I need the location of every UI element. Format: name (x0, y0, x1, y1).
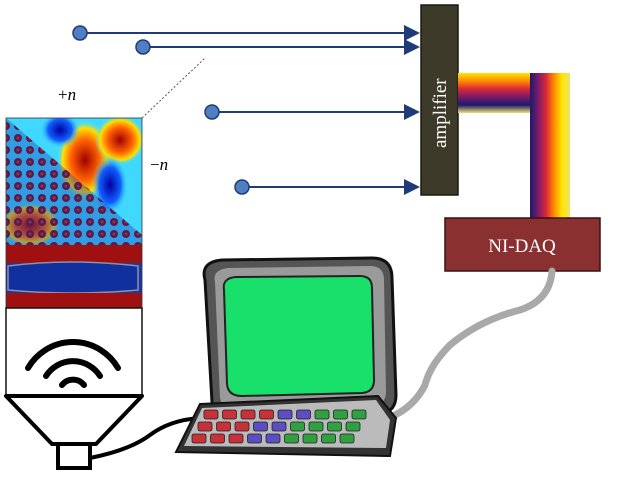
keyboard-key (314, 409, 330, 420)
keyboard-key (351, 409, 367, 420)
keyboard-key (197, 421, 213, 432)
keyboard-key (296, 409, 311, 420)
probe-lines (72, 25, 420, 195)
keyboard-key (216, 421, 231, 432)
sound-waves-icon (25, 339, 121, 388)
computer-icon (174, 256, 398, 458)
speaker-column (5, 307, 143, 397)
keyboard-key (191, 433, 207, 444)
probe-4-dot (234, 179, 250, 195)
daq-cable (391, 267, 556, 419)
keyboard-key (271, 421, 287, 432)
keyboard-key (339, 433, 355, 444)
keyboard-key (228, 433, 244, 444)
field-map (6, 118, 142, 308)
daq-box (444, 217, 601, 272)
monitor-screen (222, 274, 376, 398)
keyboard-key (222, 409, 237, 420)
phononic-crystal-region (6, 118, 142, 245)
keyboard-key (240, 409, 256, 420)
keyboard-key (302, 433, 318, 444)
keyboard-key (333, 409, 348, 420)
keyboard-key (277, 409, 293, 420)
keyboard-key (308, 421, 324, 432)
speaker-base (56, 442, 92, 470)
keyboard-key (247, 433, 262, 444)
ribbon-cable-vertical (530, 73, 570, 218)
keyboard-key (321, 433, 336, 444)
probe-1-dot (72, 25, 88, 41)
keyboard-key (234, 421, 250, 432)
keyboard-key (345, 421, 361, 432)
keyboard-key (327, 421, 342, 432)
daq-label: NI-DAQ (488, 236, 556, 257)
probe-3-dot (204, 104, 220, 120)
keyboard-key (210, 433, 225, 444)
keyboard-key (284, 433, 299, 444)
speaker-cone (4, 394, 144, 446)
keyboard-key (203, 409, 219, 420)
keyboard-key (259, 409, 274, 420)
guide-line (141, 57, 206, 119)
keyboard-key (253, 421, 268, 432)
keyboard-keys (191, 409, 367, 444)
amplifier-label: amplifier (430, 78, 451, 148)
minus-n-label: −n (150, 155, 168, 174)
keyboard-key (290, 421, 305, 432)
plus-n-label: +n (58, 85, 76, 104)
amplifier-box (420, 4, 459, 196)
keyboard-key (265, 433, 281, 444)
probe-2-dot (135, 39, 151, 55)
speaker-cable (89, 416, 201, 460)
